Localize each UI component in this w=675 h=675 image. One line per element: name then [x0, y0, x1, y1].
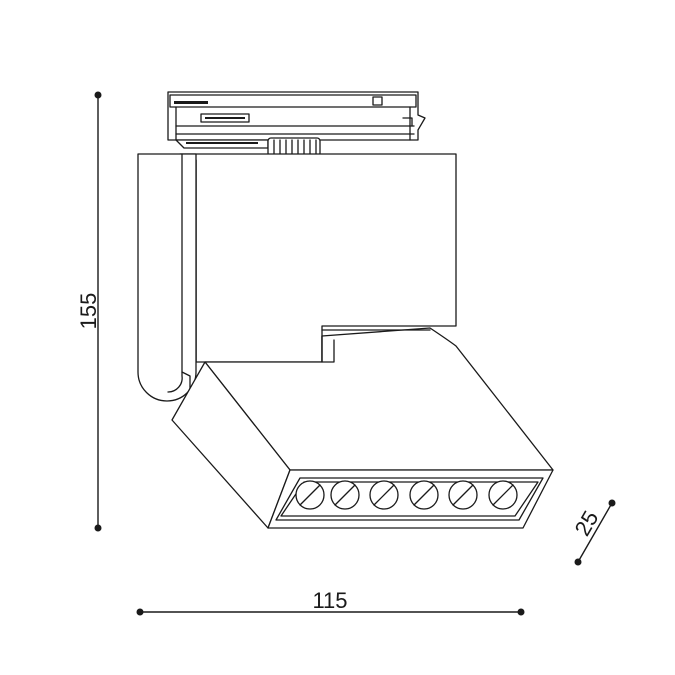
depth-dimension-label: 25: [570, 506, 604, 540]
led-lens-2: [330, 480, 360, 510]
width-dimension: 115: [136, 588, 525, 616]
mounting-bracket: [137, 153, 457, 402]
led-lens-4: [409, 480, 439, 510]
led-lens-3: [369, 480, 399, 510]
knurled-nut: [267, 137, 321, 157]
luminaire-head: [171, 327, 554, 529]
height-dimension-label: 155: [76, 293, 101, 330]
led-lens-1: [295, 480, 325, 510]
depth-dimension: 25: [570, 499, 616, 566]
led-lens-5: [448, 480, 478, 510]
track-adapter: [167, 91, 426, 157]
led-lens-6: [488, 480, 518, 510]
height-dimension: 155: [76, 91, 102, 532]
width-dimension-label: 115: [312, 588, 347, 613]
